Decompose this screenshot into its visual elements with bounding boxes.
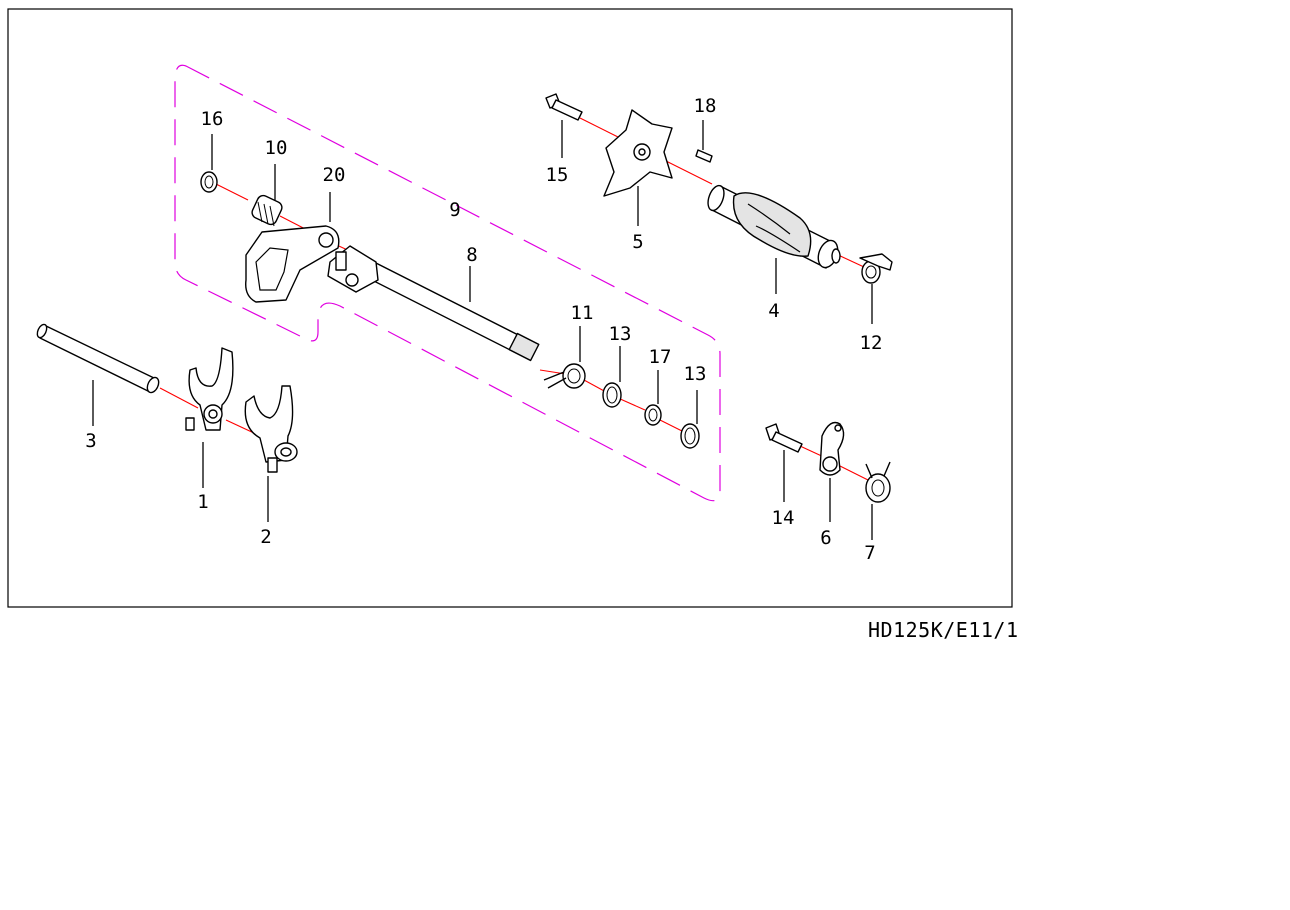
part-3-shift-fork-rod [36,323,160,394]
part-11-spring [543,363,586,389]
part-6-stopper-lever [819,421,845,476]
callout-17: 17 [649,346,672,368]
callout-13-b: 13 [684,363,707,385]
part-2-shift-fork [244,385,298,473]
subassembly-outline [174,64,721,502]
part-5-stopper-plate [603,109,673,197]
part-12-clip [859,253,893,284]
callout-8: 8 [466,244,477,266]
callout-4: 4 [768,300,779,322]
callout-15: 15 [546,164,569,186]
part-13-washer-b [680,423,700,449]
part-18-dowel-pin [695,149,713,163]
part-4-shift-drum [707,184,841,269]
part-15-bolt [545,93,583,121]
callout-18: 18 [694,95,717,117]
callout-14: 14 [772,507,795,529]
callout-10: 10 [265,137,288,159]
part-14-bolt [765,423,803,453]
drawing-reference-code: HD125K/E11/1 [868,618,1019,642]
part-16-circlip [200,171,218,193]
callout-16: 16 [201,108,224,130]
callout-labels: 1 2 3 4 5 6 7 8 9 10 11 12 13 13 14 15 1… [85,95,882,564]
part-1-shift-fork [185,347,234,431]
part-8-shift-shaft [327,245,540,362]
leader-lines [92,120,873,540]
callout-11: 11 [571,302,594,324]
part-10-spring [251,194,283,227]
callout-2: 2 [260,526,271,548]
callout-12: 12 [860,332,883,354]
callout-5: 5 [632,231,643,253]
part-7-spring [865,461,891,503]
callout-7: 7 [864,542,875,564]
callout-3: 3 [85,430,96,452]
part-20-shift-arm [245,225,340,303]
callout-6: 6 [820,527,831,549]
callout-9: 9 [449,199,460,221]
diagram-frame [7,8,1013,608]
callout-1: 1 [197,491,208,513]
part-17-circlip [644,404,662,426]
callout-13-a: 13 [609,323,632,345]
callout-20: 20 [323,164,346,186]
part-13-washer-a [602,382,622,408]
